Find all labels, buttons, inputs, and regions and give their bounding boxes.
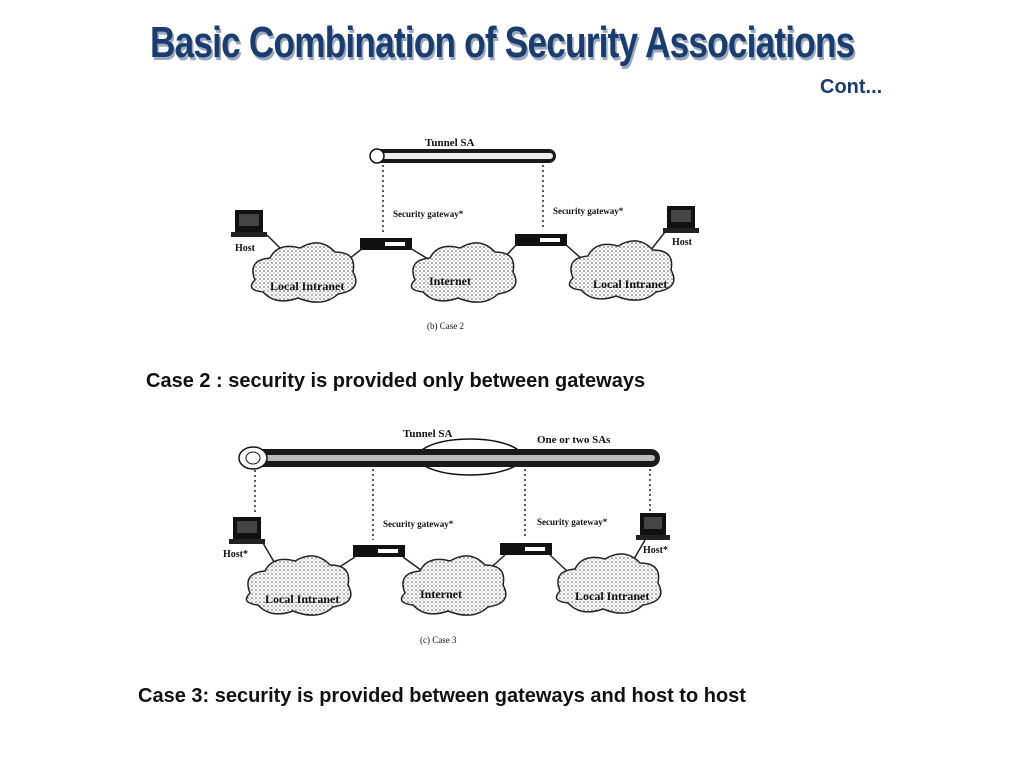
internet-cloud-label: Internet: [420, 587, 462, 601]
tunnel-sa-pipe: [238, 438, 660, 476]
left-cloud: [245, 555, 352, 616]
right-gateway-icon: [500, 543, 552, 555]
internet-cloud: [400, 555, 507, 616]
right-cloud: [568, 240, 675, 301]
tunnel-sa-pipe: [369, 148, 556, 164]
left-host-label: Host*: [223, 549, 248, 560]
case3-figure-label: (c) Case 3: [420, 635, 457, 645]
left-gateway-icon: [353, 545, 405, 557]
tunnel-sa-label: Tunnel SA: [425, 137, 474, 149]
right-host-icon: [663, 206, 699, 233]
right-cloud-label: Local Intranet: [593, 277, 667, 291]
internet-cloud: [410, 242, 517, 303]
case2-diagram: Tunnel SA Host Host Security gateway* Se…: [231, 137, 699, 331]
right-cloud-label: Local Intranet: [575, 589, 649, 603]
case2-figure-label: (b) Case 2: [427, 321, 464, 331]
left-host-icon: [231, 210, 267, 237]
slide-title: Basic Combination of Security Associatio…: [150, 18, 855, 67]
left-host-label: Host: [235, 243, 256, 254]
left-cloud-label: Local Intranet: [265, 592, 339, 606]
right-gateway-label: Security gateway*: [553, 206, 624, 216]
left-gateway-label: Security gateway*: [393, 209, 464, 219]
case3-diagram: Tunnel SA One or two SAs Host* Host* Sec…: [223, 428, 670, 645]
right-gateway-icon: [515, 234, 567, 246]
case2-caption: Case 2 : security is provided only betwe…: [146, 370, 646, 392]
left-gateway-label: Security gateway*: [383, 519, 454, 529]
title-continued-label: Cont...: [820, 76, 883, 98]
tunnel-sa-label: Tunnel SA: [403, 428, 452, 440]
left-cloud-label: Local Intranet: [270, 279, 344, 293]
internet-cloud-label: Internet: [429, 274, 471, 288]
right-gateway-label: Security gateway*: [537, 517, 608, 527]
inner-sa-label: One or two SAs: [537, 434, 611, 446]
case3-caption: Case 3: security is provided between gat…: [138, 685, 746, 707]
right-host-label: Host: [672, 237, 693, 248]
right-host-icon: [636, 513, 670, 540]
left-gateway-text: Security gateway*: [393, 209, 464, 219]
left-cloud: [250, 242, 357, 303]
drop-lines: [254, 469, 651, 540]
right-host-label: Host*: [643, 545, 668, 556]
right-gateway-text: Security gateway*: [553, 206, 624, 216]
right-cloud: [555, 553, 662, 614]
left-host-icon: [229, 517, 265, 544]
left-gateway-icon: [360, 238, 412, 250]
